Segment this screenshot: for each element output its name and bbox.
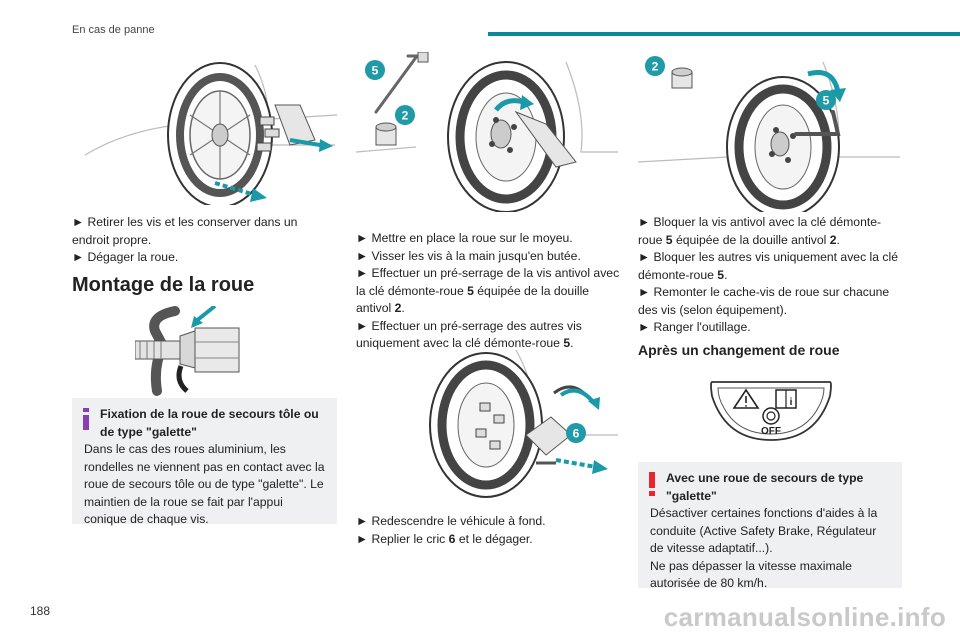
step-release-wheel: ► Dégager la roue. (72, 250, 179, 264)
step-lower-vehicle: ► Redescendre le véhicule à fond. (356, 514, 546, 528)
step-fold-jack: ► Replier le cric 6 et le dégager. (356, 531, 533, 546)
warning-triangle-icon (732, 388, 760, 409)
step-lock-antitheft: ► Bloquer la vis antivol avec la clé dém… (638, 215, 882, 247)
step-remove-screws: ► Retirer les vis et les conserver dans … (72, 215, 298, 247)
illustration-mount-wheel: 5 2 (356, 52, 618, 212)
off-label: OFF (761, 426, 781, 437)
svg-text:i: i (790, 397, 793, 408)
col2-steps-mounting: ► Mettre en place la roue sur le moyeu. … (356, 230, 621, 353)
badge-socket-2-col3: 2 (652, 60, 659, 74)
illustration-remove-wheel (84, 62, 338, 205)
col2-steps-lowering: ► Redescendre le véhicule à fond. ► Repl… (356, 513, 621, 548)
info-note-title: Fixation de la roue de secours tôle ou d… (100, 407, 319, 439)
watermark: carmanualsonline.info (663, 602, 946, 632)
step-screw-by-hand: ► Visser les vis à la main jusqu'en buté… (356, 248, 581, 263)
warning-note-title: Avec une roue de secours de type "galett… (666, 471, 864, 503)
info-icon (83, 408, 89, 430)
info-note-spare-wheel: Fixation de la roue de secours tôle ou d… (72, 398, 337, 526)
badge-jack-6: 6 (573, 427, 580, 441)
step-pretighten-antitheft: ► Effectuer un pré-serrage de la vis ant… (356, 266, 620, 315)
safety-brake-icon (762, 407, 780, 425)
heading-wheel-fitting: Montage de la roue (72, 274, 255, 296)
warning-exclamation-icon (649, 472, 655, 496)
manual-book-icon: i (775, 389, 797, 409)
warning-note-spare-wheel: Avec une roue de secours de type "galett… (638, 462, 902, 590)
illustration-bolt-cone (135, 306, 240, 396)
step-place-wheel: ► Mettre en place la roue sur le moyeu. (356, 231, 573, 245)
warning-note-body1: Désactiver certaines fonctions d'aides à… (650, 506, 878, 555)
step-lock-others: ► Bloquer les autres vis uniquement avec… (638, 250, 899, 282)
illustration-dashboard-button: i OFF (710, 381, 832, 441)
info-note-body: Dans le cas des roues aluminium, les ron… (84, 442, 325, 526)
page-number: 188 (30, 604, 51, 618)
header-accent-bar (488, 32, 960, 36)
col3-steps: ► Bloquer la vis antivol avec la clé dém… (638, 214, 903, 337)
badge-socket-2: 2 (402, 109, 409, 123)
illustration-lower-vehicle: 6 (429, 349, 618, 498)
illustration-tighten-screws: 5 2 (638, 56, 900, 212)
section-header: En cas de panne (72, 24, 155, 36)
heading-after-wheel-change: Après un changement de roue (638, 342, 840, 358)
step-store-tools: ► Ranger l'outillage. (638, 320, 751, 334)
col1-steps: ► Retirer les vis et les conserver dans … (72, 214, 334, 267)
step-pretighten-others: ► Effectuer un pré-serrage des autres vi… (356, 318, 582, 351)
step-refit-caps: ► Remonter le cache-vis de roue sur chac… (638, 285, 890, 317)
badge-key-5-col3: 5 (823, 94, 830, 108)
badge-key-5: 5 (372, 64, 379, 78)
warning-note-body2: Ne pas dépasser la vitesse maximale auto… (650, 558, 852, 591)
